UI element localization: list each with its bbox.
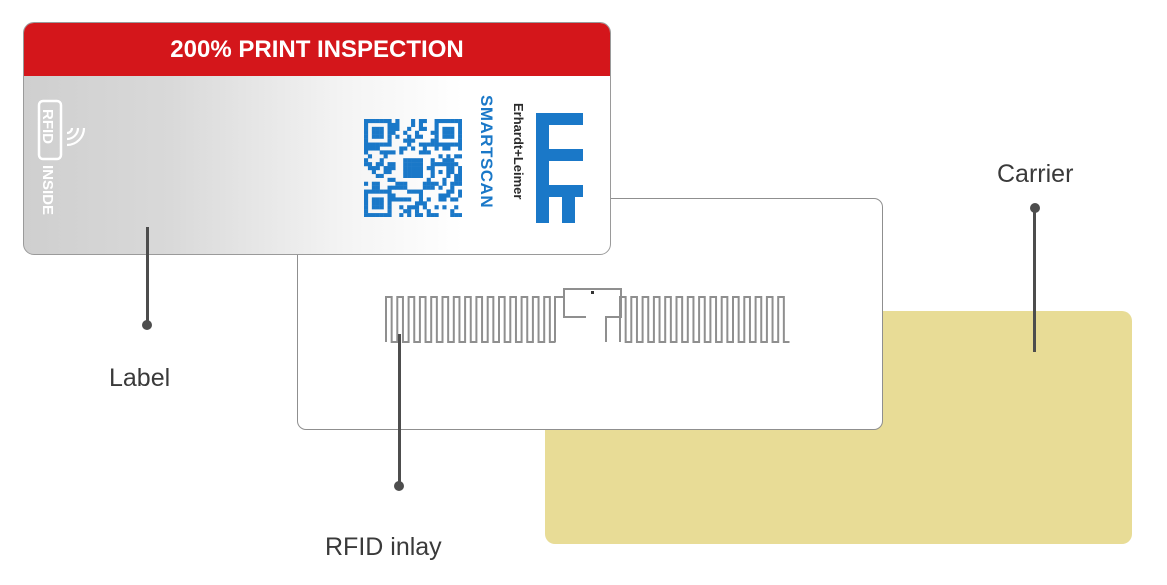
inlay-caption: RFID inlay [325,533,442,561]
label-layer: 200% PRINT INSPECTION RFID INSIDE SMARTS… [23,22,611,255]
qr-code [364,119,462,217]
antenna-right-meander [619,296,790,343]
erhardt-leimer-logo [536,113,583,223]
label-header: 200% PRINT INSPECTION [24,23,610,76]
carrier-leader-line [1033,206,1036,352]
antenna-left-meander [385,296,556,343]
rfid-antenna [385,288,790,343]
label-leader-dot [142,320,152,330]
inlay-leader-dot [394,481,404,491]
rfid-badge-text: RFID [39,109,56,144]
brand-product-name: SMARTSCAN [477,95,496,209]
antenna-chip-loop [554,288,622,342]
carrier-caption: Carrier [997,160,1074,188]
rfid-wave-icon [66,127,86,147]
label-leader-line [146,227,149,325]
inside-badge-text: INSIDE [39,165,56,215]
brand-company-name: Erhardt+Leimer [511,103,526,200]
inlay-leader-line [398,334,401,484]
label-caption: Label [109,364,171,392]
rfid-chip [591,291,594,294]
rfid-inside-badge: RFID INSIDE [37,99,86,215]
